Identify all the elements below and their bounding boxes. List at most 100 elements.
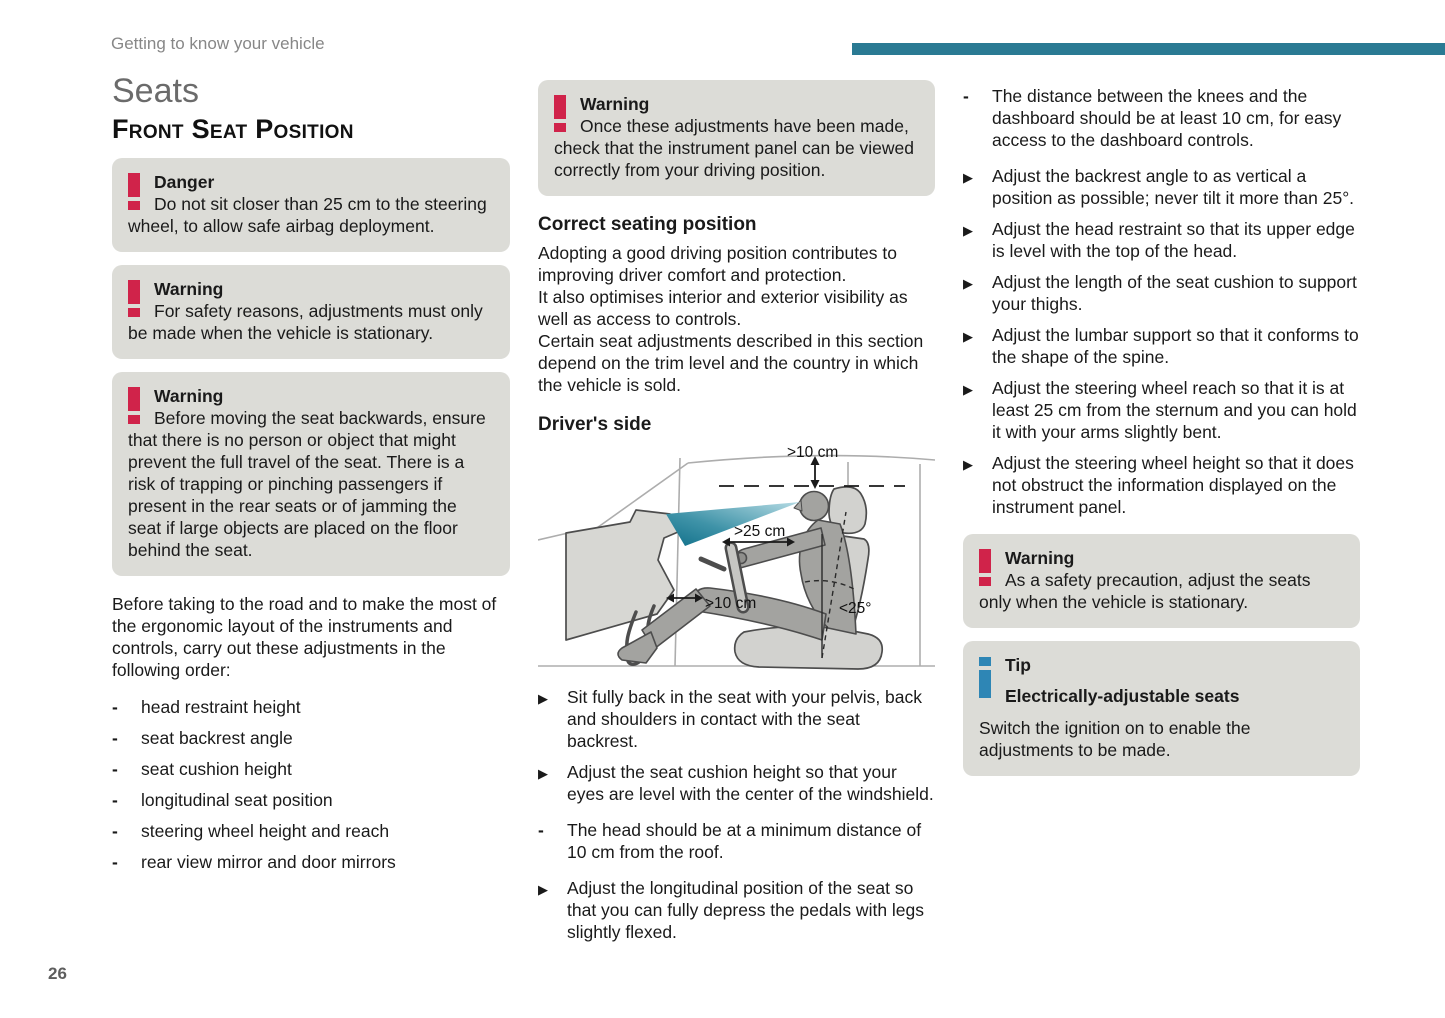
step-text: Adjust the seat cushion height so that y… bbox=[567, 762, 934, 804]
box-text: Once these adjustments have been made, c… bbox=[554, 116, 914, 180]
step-item: ▶ Adjust the longitudinal position of the… bbox=[538, 877, 935, 943]
step-text: Adjust the lumbar support so that it con… bbox=[992, 325, 1359, 367]
sternum-distance-label: >25 cm bbox=[734, 523, 785, 540]
dash-bullet-icon: - bbox=[963, 86, 969, 106]
middle-column: Warning Once these adjustments have been… bbox=[538, 80, 935, 952]
intro-paragraph: Before taking to the road and to make th… bbox=[112, 594, 497, 680]
warning-exclamation-icon bbox=[979, 549, 992, 589]
head-restraint bbox=[828, 486, 868, 535]
warning-exclamation-icon bbox=[128, 387, 141, 427]
list-item-text: seat cushion height bbox=[141, 759, 292, 779]
warning-box: Warning Once these adjustments have been… bbox=[538, 80, 935, 196]
tip-box: Tip Electrically-adjustable seats Switch… bbox=[963, 641, 1360, 776]
box-title: Warning bbox=[1005, 548, 1075, 568]
arrow-bullet-icon: ▶ bbox=[963, 223, 973, 238]
list-item-text: steering wheel height and reach bbox=[141, 821, 390, 841]
info-icon bbox=[979, 656, 992, 714]
step-item: ▶ Adjust the steering wheel height so tha… bbox=[963, 452, 1360, 518]
step-text: Adjust the backrest angle to as vertical… bbox=[992, 166, 1355, 208]
section-title: Front Seat Position bbox=[112, 114, 354, 144]
driver-head bbox=[798, 490, 830, 522]
warning-exclamation-icon bbox=[554, 95, 567, 135]
step-text: Adjust the longitudinal position of the … bbox=[567, 878, 925, 942]
dashboard-shape bbox=[565, 509, 679, 641]
list-item-text: rear view mirror and door mirrors bbox=[141, 852, 396, 872]
step-item: ▶ Sit fully back in the seat with your pe… bbox=[538, 686, 935, 752]
paragraph: It also optimises interior and exterior … bbox=[538, 287, 908, 329]
arrow-bullet-icon: ▶ bbox=[963, 457, 973, 472]
driver-figure bbox=[617, 490, 857, 664]
step-item: ▶ Adjust the head restraint so that its u… bbox=[963, 218, 1360, 262]
driver-nose bbox=[793, 499, 803, 512]
knee-clearance-label: >10 cm bbox=[705, 595, 756, 612]
step-item: ▶ Adjust the seat cushion height so that … bbox=[538, 761, 935, 805]
box-text: Do not sit closer than 25 cm to the stee… bbox=[128, 194, 487, 236]
warning-box: Warning As a safety precaution, adjust t… bbox=[963, 534, 1360, 628]
step-text: The distance between the knees and the d… bbox=[992, 86, 1342, 150]
step-item: ▶Adjust the lumbar support so that it co… bbox=[963, 324, 1360, 368]
box-text: As a safety precaution, adjust the seats… bbox=[979, 570, 1311, 612]
list-item: - rear view mirror and door mirrors bbox=[112, 851, 510, 873]
dash-bullet-icon: - bbox=[112, 852, 118, 872]
list-item-text: seat backrest angle bbox=[141, 728, 293, 748]
step-text: Adjust the steering wheel height so that… bbox=[992, 453, 1354, 517]
box-title: Warning bbox=[154, 386, 224, 406]
danger-box: Danger Do not sit closer than 25 cm to t… bbox=[112, 158, 510, 252]
box-title: Tip bbox=[1005, 655, 1031, 675]
drivers-side-steps: ▶ Sit fully back in the seat with your pe… bbox=[538, 686, 935, 943]
step-item: - The distance between the knees and the … bbox=[963, 85, 1360, 151]
list-item-text: longitudinal seat position bbox=[141, 790, 333, 810]
steering-wheel bbox=[698, 541, 750, 614]
page-number: 26 bbox=[48, 964, 67, 983]
box-text: Switch the ignition on to enable the adj… bbox=[979, 718, 1251, 760]
roof-clearance-label: >10 cm bbox=[787, 444, 838, 461]
step-text: Sit fully back in the seat with your pel… bbox=[567, 687, 923, 751]
arrow-bullet-icon: ▶ bbox=[538, 882, 548, 897]
arrow-bullet-icon: ▶ bbox=[538, 766, 548, 781]
warning-box: Warning For safety reasons, adjustments … bbox=[112, 265, 510, 359]
list-item-text: head restraint height bbox=[141, 697, 301, 717]
dash-bullet-icon: - bbox=[112, 697, 118, 717]
backrest-angle-label: <25° bbox=[839, 600, 872, 617]
box-text: Before moving the seat backwards, ensure… bbox=[128, 408, 486, 560]
list-item: - head restraint height bbox=[112, 696, 510, 718]
warning-exclamation-icon bbox=[128, 280, 141, 320]
list-item: -steering wheel height and reach bbox=[112, 820, 510, 842]
breadcrumb: Getting to know your vehicle bbox=[111, 34, 325, 53]
arrow-bullet-icon: ▶ bbox=[963, 382, 973, 397]
heading-correct-seating-position: Correct seating position bbox=[538, 214, 757, 235]
step-item: ▶Adjust the length of the seat cushion t… bbox=[963, 271, 1360, 315]
adjustment-steps-list: - The distance between the knees and the … bbox=[963, 85, 1360, 518]
arrow-bullet-icon: ▶ bbox=[963, 170, 973, 185]
car-outline bbox=[538, 454, 935, 667]
box-title: Warning bbox=[580, 94, 650, 114]
adjustment-order-list: - head restraint height - seat backrest an… bbox=[112, 696, 510, 873]
list-item: - seat backrest angle bbox=[112, 727, 510, 749]
driving-position-diagram: >10 cm >25 cm >10 cm <25° bbox=[538, 444, 935, 670]
paragraph: Adopting a good driving position contrib… bbox=[538, 243, 897, 285]
seating-position-paragraphs: Adopting a good driving position contrib… bbox=[538, 242, 935, 396]
arrow-bullet-icon: ▶ bbox=[538, 691, 548, 706]
driver-foot bbox=[617, 631, 658, 664]
step-text: The head should be at a minimum distance… bbox=[567, 820, 922, 862]
step-text: Adjust the head restraint so that its up… bbox=[992, 219, 1355, 261]
view-cone bbox=[666, 502, 800, 546]
box-text: For safety reasons, adjustments must onl… bbox=[128, 301, 483, 343]
danger-exclamation-icon bbox=[128, 173, 141, 213]
list-item: -longitudinal seat position bbox=[112, 789, 510, 811]
page-title: Seats bbox=[112, 72, 199, 110]
tip-subtitle: Electrically-adjustable seats bbox=[1005, 686, 1240, 706]
measurement-annotations: >10 cm >25 cm >10 cm <25° bbox=[666, 444, 905, 659]
step-item: ▶ Adjust the backrest angle to as vertica… bbox=[963, 165, 1360, 209]
warning-box: Warning Before moving the seat backwards… bbox=[112, 372, 510, 576]
right-column: - The distance between the knees and the … bbox=[963, 80, 1360, 789]
arrow-bullet-icon: ▶ bbox=[963, 276, 973, 291]
dash-bullet-icon: - bbox=[538, 820, 544, 840]
dash-bullet-icon: - bbox=[112, 759, 118, 779]
box-title: Danger bbox=[154, 172, 215, 192]
paragraph: Certain seat adjustments described in th… bbox=[538, 331, 924, 395]
step-text: Adjust the steering wheel reach so that … bbox=[992, 378, 1357, 442]
step-item: ▶ Adjust the steering wheel reach so that… bbox=[963, 377, 1360, 443]
heading-drivers-side: Driver's side bbox=[538, 414, 652, 435]
dash-bullet-icon: - bbox=[112, 728, 118, 748]
